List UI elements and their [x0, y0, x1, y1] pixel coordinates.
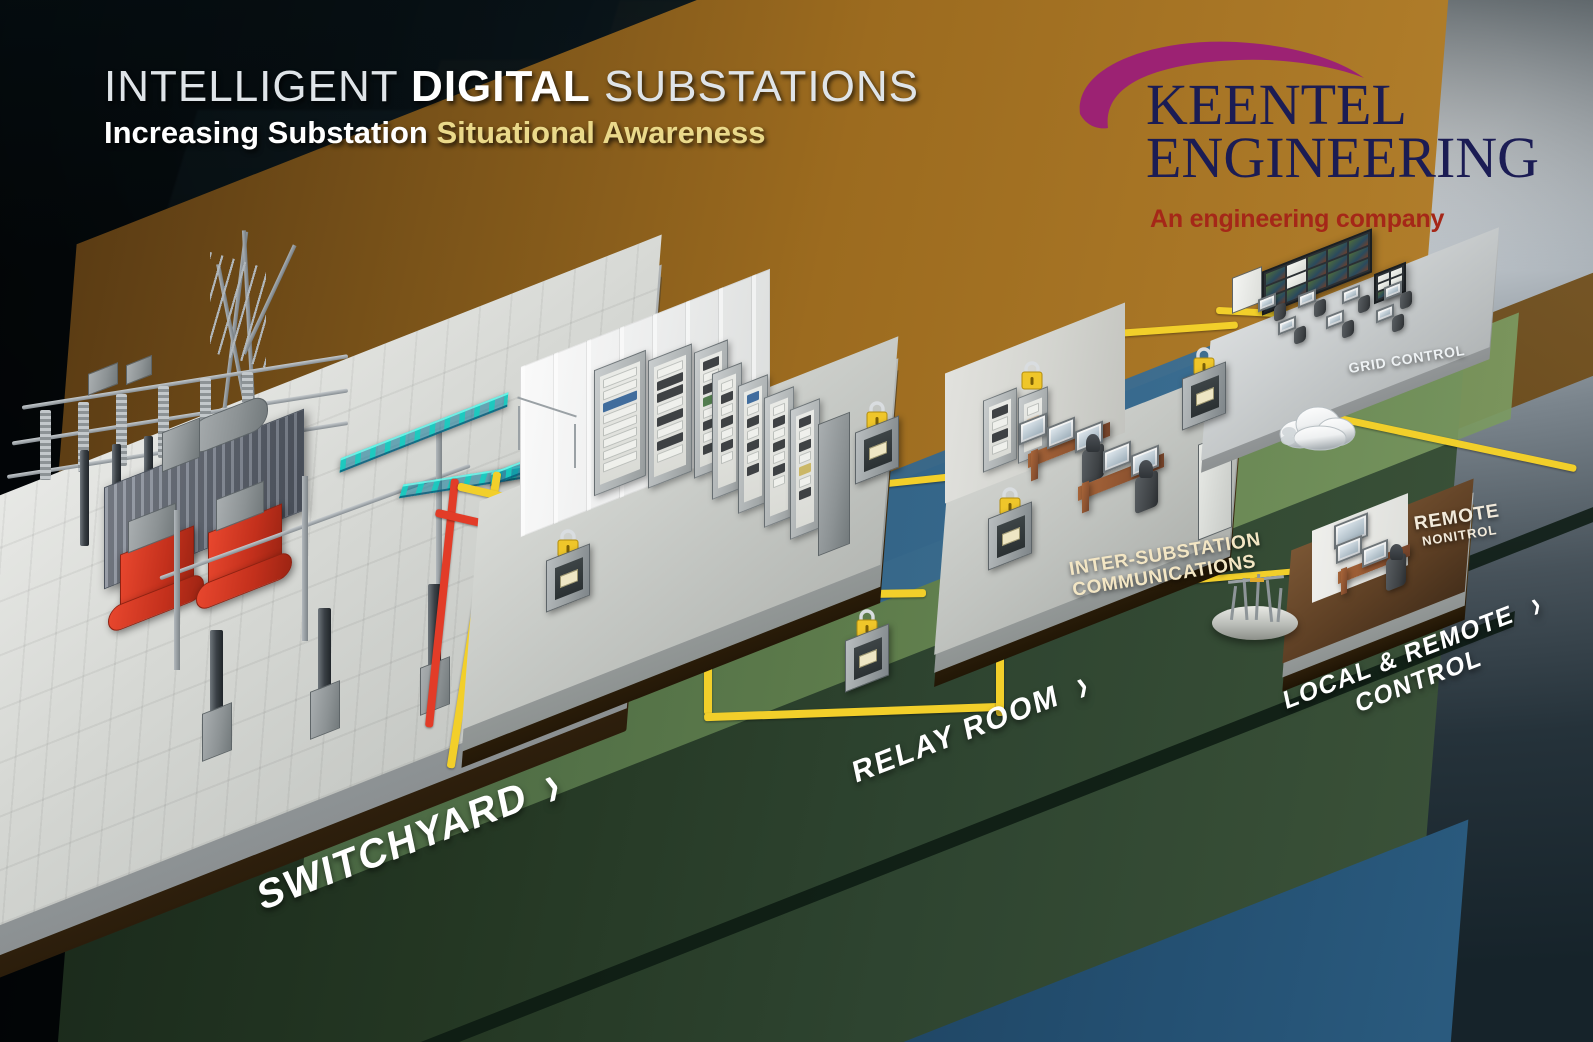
logo-line-1: KEENTEL: [1146, 72, 1407, 137]
operator-person-2: [1139, 460, 1153, 478]
cloud-svg: [1279, 406, 1356, 451]
title-part-1: INTELLIGENT: [104, 62, 412, 111]
relay-room-handrail: [516, 396, 586, 468]
operator-desk-2-leg: [1082, 480, 1089, 514]
grid-control-console-row-2: [1278, 303, 1458, 351]
title-part-bold: DIGITAL: [411, 62, 591, 111]
server-rack-4: [790, 398, 820, 540]
subtitle-part-1: Increasing Substation: [104, 115, 437, 150]
page-title: INTELLIGENT DIGITAL SUBSTATIONS: [104, 62, 919, 112]
company-logo[interactable]: KEENTEL ENGINEERING An engineering compa…: [1068, 30, 1540, 233]
logo-swoosh-icon: [1079, 41, 1364, 129]
operator-desk-1-leg: [1031, 448, 1038, 482]
padlock-icon-5: [1019, 360, 1045, 390]
operator-person-1: [1086, 434, 1100, 452]
subtitle-highlight: Situational Awareness: [436, 115, 766, 150]
control-room-equipment-cabinet-1: [983, 387, 1017, 473]
protection-relay-panel-1: [594, 349, 646, 497]
ethernet-cable-4: [704, 645, 712, 715]
relay-room-end-cabinet: [818, 411, 850, 557]
logo-wordmark: KEENTEL ENGINEERING: [1146, 72, 1540, 191]
remote-office-person: [1390, 544, 1403, 560]
cloud-icon: [1276, 400, 1362, 454]
page-subtitle: Increasing Substation Situational Awaren…: [104, 115, 766, 151]
title-part-2: SUBSTATIONS: [590, 62, 919, 111]
remote-office-desk-leg: [1341, 566, 1347, 596]
logo-line-2: ENGINEERING: [1146, 125, 1540, 191]
protection-relay-panel-2: [648, 343, 692, 489]
tower-antenna-element: [1250, 578, 1264, 582]
logo-tagline: An engineering company: [1150, 205, 1445, 233]
communications-tower: [1212, 572, 1302, 646]
